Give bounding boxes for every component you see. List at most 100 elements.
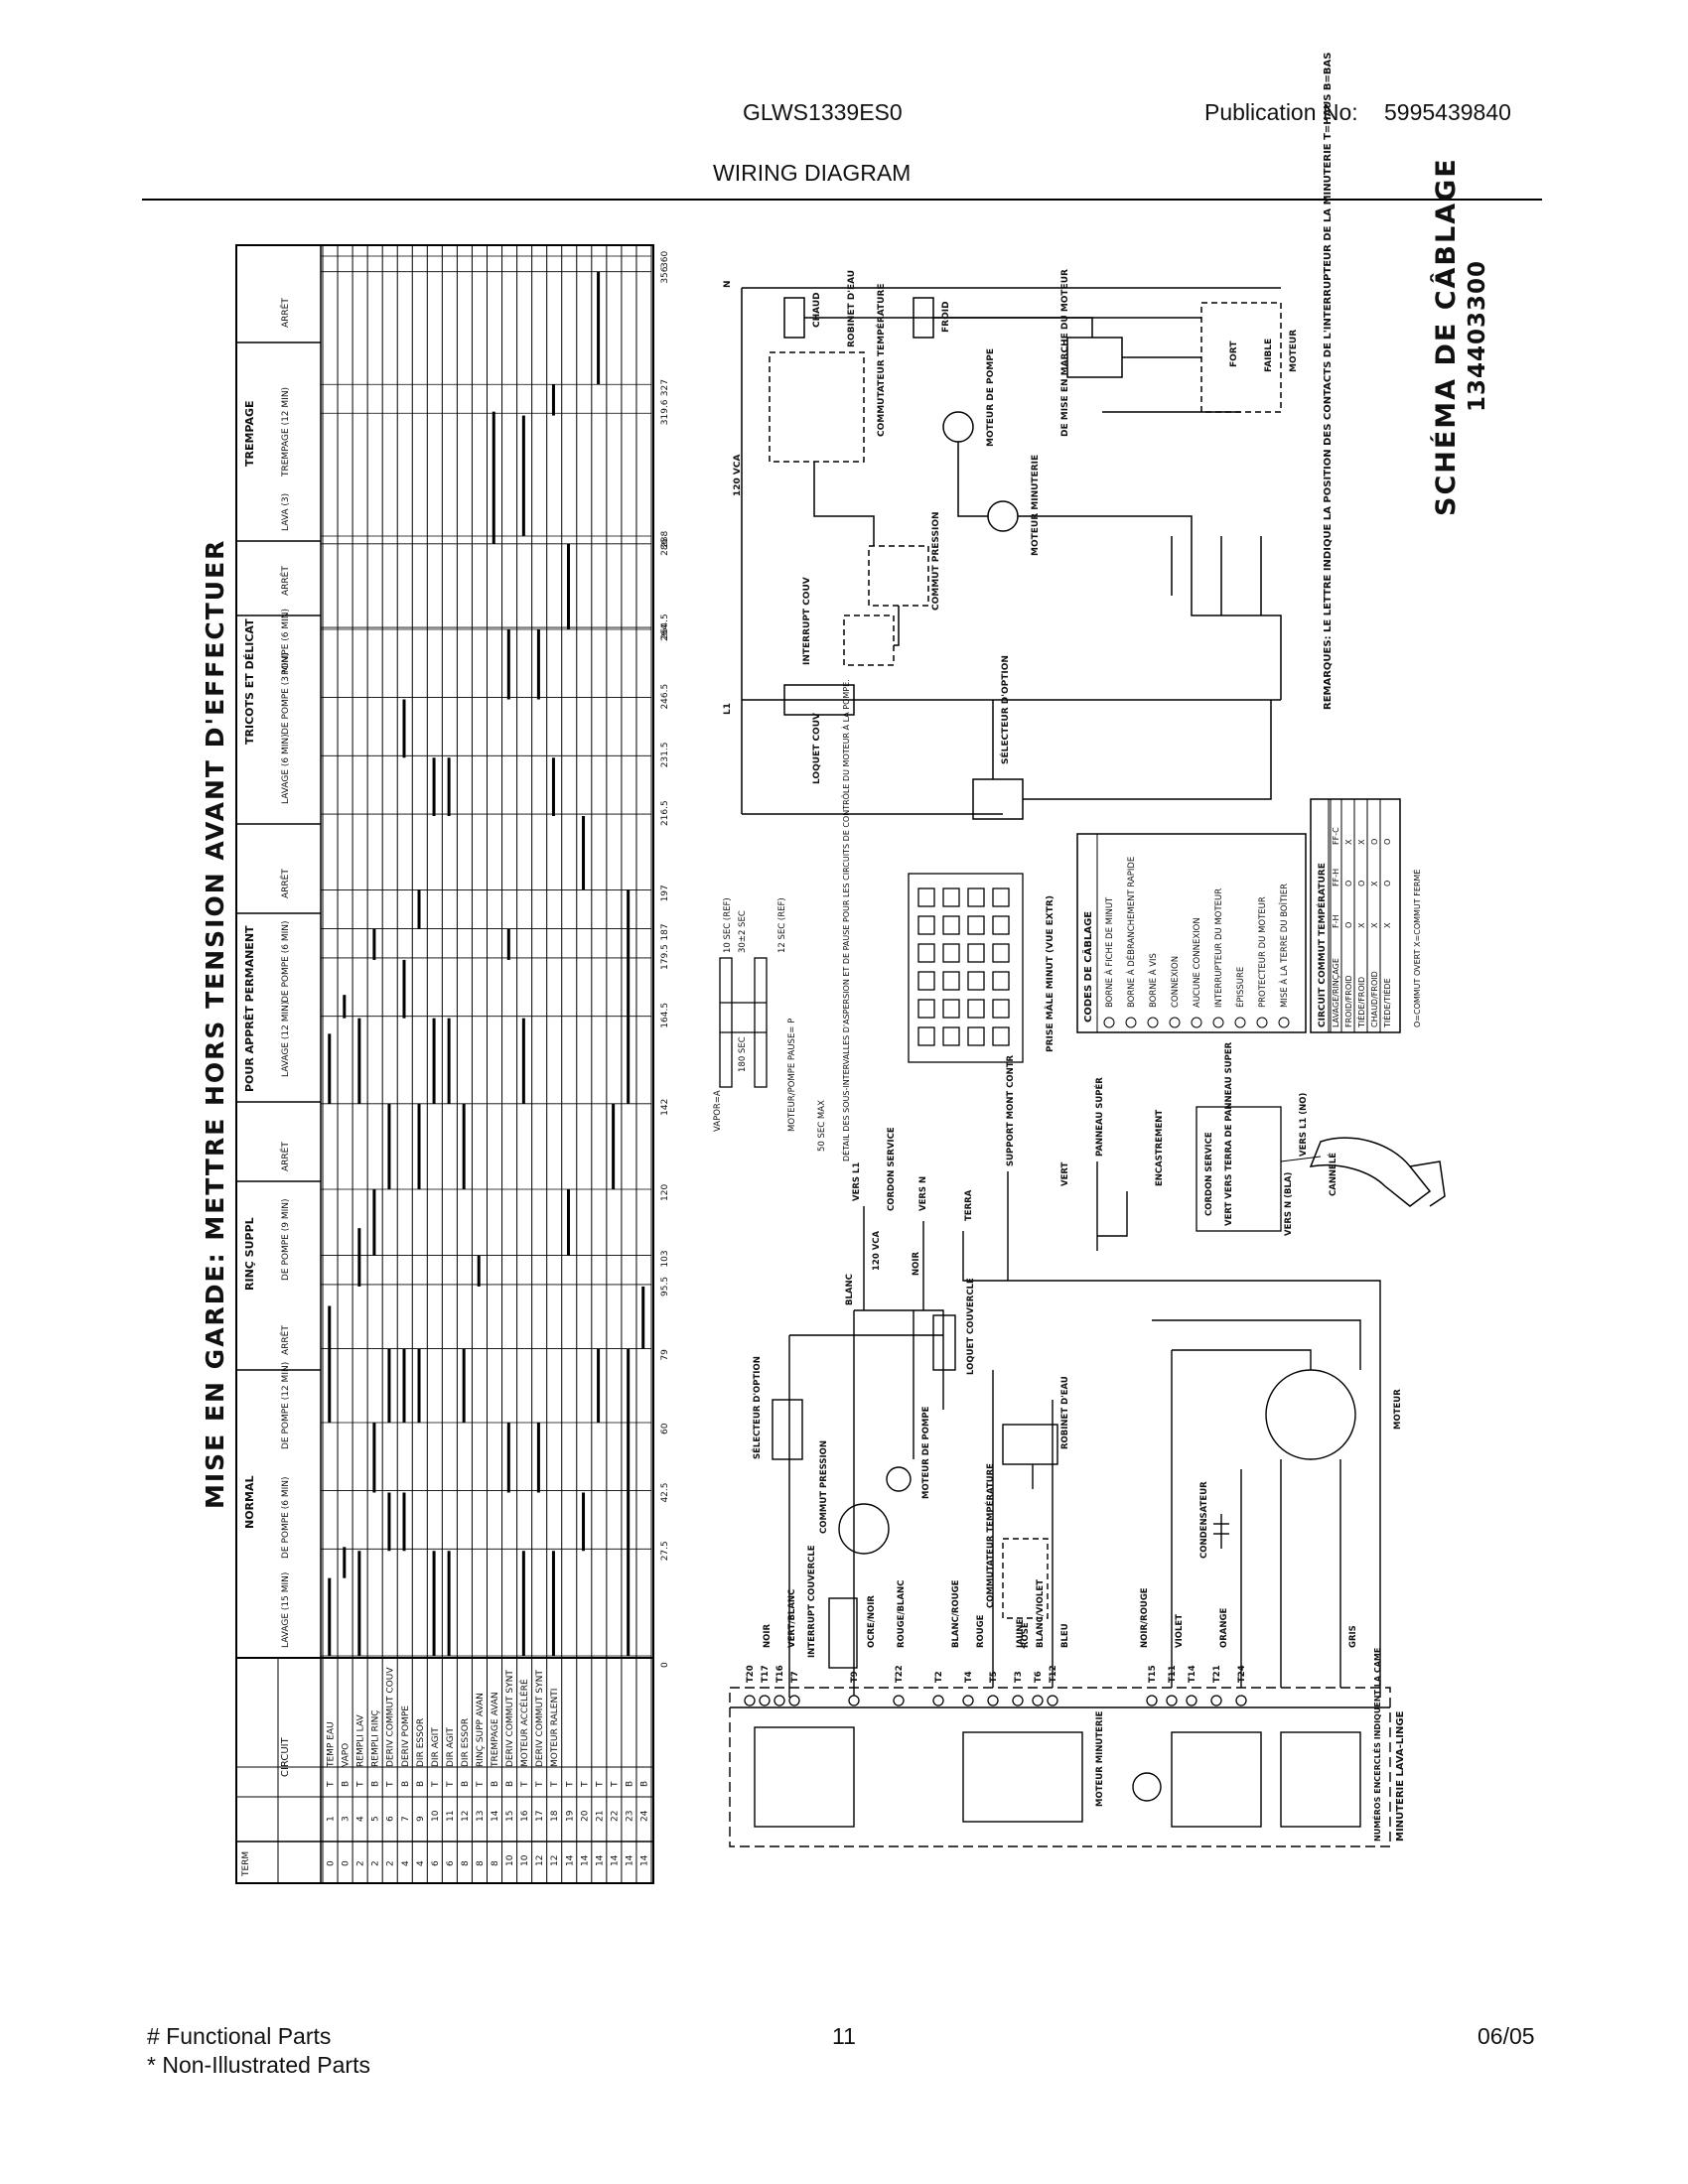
degree-label: 197 [660,885,670,901]
svg-text:LOQUET COUVERCLE: LOQUET COUVERCLE [966,1278,976,1375]
circuit-fac: 4 [416,1860,426,1866]
terminal [893,1695,905,1706]
timer-chart: NORMAL RINÇ SUPPL POUR APPRÊT PERMANENT … [235,244,670,1884]
footer-non-illustrated: * Non-Illustrated Parts [147,2052,370,2078]
wire-label: NOIR [763,1623,773,1648]
legend-item: AUCUNE CONNEXION [1193,917,1202,1008]
svg-text:FAIBLE: FAIBLE [1264,339,1274,372]
degree-label: 327 [660,379,670,396]
svg-text:LOQUET COUV: LOQUET COUV [812,713,822,784]
timer-on-bar [343,1547,347,1578]
circuit-fac: 8 [476,1860,486,1866]
terminal-label: T7 [790,1671,800,1683]
svg-text:120 VCA: 120 VCA [733,455,743,496]
terminal [987,1695,999,1706]
circuit-fac: 10 [505,1854,515,1866]
publication-number: 5995439840 [1384,99,1511,125]
timer-on-bar [551,384,555,416]
cycle-normal: NORMAL [243,1476,256,1530]
svg-text:DÉTAIL DES SOUS-INTERVALLES D': DÉTAIL DES SOUS-INTERVALLES D'ASPERSION … [840,679,851,1161]
circuit-fac: 4 [401,1860,411,1866]
plug-cell [942,943,960,963]
svg-text:50 SEC MAX: 50 SEC MAX [817,1100,827,1152]
circuit-contact: 1 [327,1816,337,1822]
timer-on-bar [447,1551,451,1656]
svg-text:MINUTERIE LAVA-LINGE: MINUTERIE LAVA-LINGE [1395,1710,1406,1842]
degree-label: 103 [660,1250,670,1267]
wire-label: GRIS [1348,1625,1358,1648]
timer-on-bar [343,995,347,1019]
timer-on-bar [506,629,510,700]
legend-item: PROTECTEUR DU MOTEUR [1258,896,1268,1008]
temp-table-cell: O [1357,881,1366,887]
legend-item: CONNEXION [1171,956,1181,1008]
circuit-name: DIR ESSOR [416,1718,426,1767]
circuit-fac: 14 [595,1854,605,1866]
temp-table-cell: X [1370,922,1379,928]
timer-on-bar [328,1305,332,1423]
plug-cell [992,1026,1010,1046]
circuit-name: DERIV COMMUT SYNT [505,1670,515,1767]
legend-item: ÉPISSURE [1234,967,1246,1008]
degree-label: 60 [660,1423,670,1434]
degree-label: 360 [660,251,670,268]
wire-label: NOIR/ROUGE [1140,1587,1150,1648]
svg-text:POMPE (6 MIN): POMPE (6 MIN) [281,609,291,675]
degree-label: 231.5 [660,743,670,768]
temp-table-cell: F-H [1332,914,1340,928]
timer-on-bar [612,1103,616,1189]
circuit-contact: 9 [416,1816,426,1822]
legend-symbol [1212,1017,1224,1028]
circuit-tb: B [639,1781,649,1787]
svg-text:INTERRUPT COUV: INTERRUPT COUV [802,577,812,665]
wire-label: BLANC/ROUGE [951,1579,961,1648]
circuit-name: TEMP EAU [327,1721,337,1768]
circuit-fac: 14 [639,1854,649,1866]
svg-text:CONDENSATEUR: CONDENSATEUR [1199,1481,1209,1559]
circuit-name: REMPLI RINÇ [371,1709,381,1767]
plug-cell [992,943,1010,963]
wire-label: BLANC/VIOLET [1036,1579,1046,1648]
svg-text:MOTEUR: MOTEUR [1289,330,1299,372]
legend-item: BORNE À DÉBRANCHEMENT RAPIDE [1125,857,1137,1008]
terminal [1186,1695,1197,1706]
footer-date: 06/05 [1477,2023,1535,2049]
circuit-fac: 2 [386,1860,396,1866]
circuit-tb: B [342,1781,352,1787]
circuit-contact: 14 [491,1810,500,1822]
plug-cell [992,887,1010,907]
plug-cell [967,943,985,963]
svg-text:DE POMPE (6 MIN): DE POMPE (6 MIN) [281,1477,291,1560]
cycle-rinc-suppl: RINÇ SUPPL [243,1217,256,1291]
circuit-tb: B [461,1781,471,1787]
svg-text:SUPPORT MONT CONTR: SUPPORT MONT CONTR [1006,1054,1016,1166]
svg-text:COMMUT PRESSION: COMMUT PRESSION [931,511,941,611]
circuit-contact: 19 [565,1810,575,1822]
svg-text:LAVAGE (6 MIN): LAVAGE (6 MIN) [281,734,291,804]
temp-table-cell: O [1344,881,1353,887]
degree-label: 142 [660,1099,670,1116]
timer-on-bar [536,629,540,700]
warning-text: MISE EN GARDE: METTRE HORS TENSION AVANT… [201,539,229,1509]
temp-table-cell: X [1357,922,1366,928]
degree-label: 246.5 [660,684,670,710]
terminal [848,1695,860,1706]
degree-label: 286 [660,538,670,555]
circuit-contact: 24 [639,1810,649,1822]
circuit-tb: B [491,1781,500,1787]
terminal [1210,1695,1222,1706]
timer-on-bar [447,1018,451,1104]
svg-text:COMMUT PRESSION: COMMUT PRESSION [819,1440,829,1534]
svg-text:VERS N: VERS N [918,1176,928,1211]
timer-on-bar [566,543,570,629]
timer-on-bar [417,889,421,929]
terminal [759,1695,771,1706]
wire-label: VERT/BLANC [787,1589,797,1648]
terminal [1032,1695,1044,1706]
plug-cell [917,887,935,907]
model-number: GLWS1339ES0 [743,99,903,125]
circuit-fac: 10 [520,1854,530,1866]
timer-on-bar [402,1492,406,1552]
